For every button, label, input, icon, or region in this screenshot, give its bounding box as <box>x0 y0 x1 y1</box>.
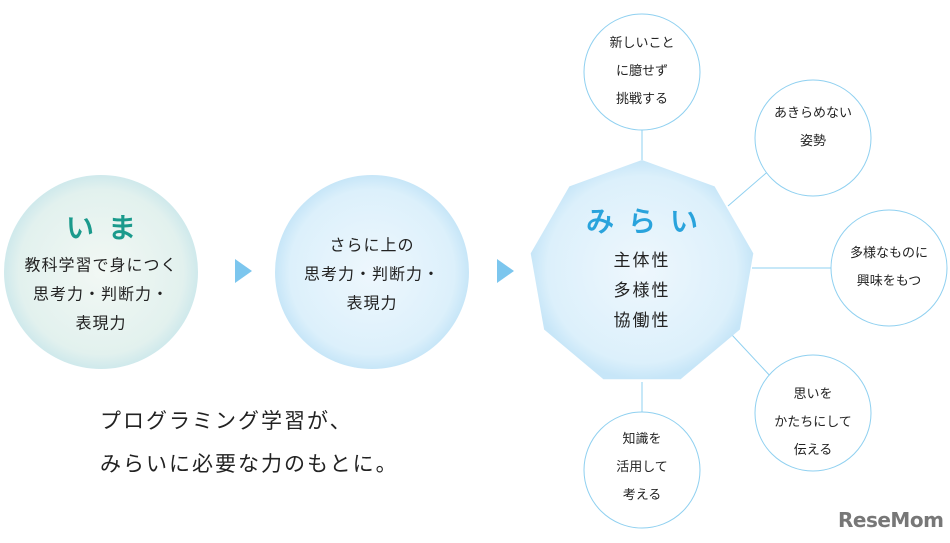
future-line: 多様性 <box>613 281 671 301</box>
arrow-icon <box>235 259 252 283</box>
next-circle <box>275 175 469 369</box>
satellite-line: 考える <box>622 488 662 503</box>
satellite-line: 多様なものに <box>849 246 929 261</box>
satellite-line: 活用して <box>616 460 668 475</box>
satellite-line: に臆せず <box>615 64 669 79</box>
satellite-line: 姿勢 <box>799 134 827 149</box>
satellite-line: あきらめない <box>773 106 853 121</box>
future-nonagon <box>530 160 754 380</box>
future-line: 主体性 <box>613 251 671 271</box>
satellite-line: 新しいこと <box>609 36 675 51</box>
arrow-icon <box>497 259 514 283</box>
satellite-line: 伝える <box>793 443 833 458</box>
satellite-circle <box>583 13 701 131</box>
next-line: 表現力 <box>346 293 398 313</box>
satellite-text: あきらめない 姿勢 <box>774 100 852 156</box>
satellite-line: 知識を <box>622 432 662 447</box>
future-text: みらい 主体性 多様性 協働性 <box>586 200 698 336</box>
resemom-logo: ReseMom <box>838 508 944 532</box>
next-line: 思考力・判断力・ <box>303 264 441 284</box>
now-line: 思考力・判断力・ <box>32 284 170 304</box>
caption-line: プログラミング学習が、 <box>100 409 353 433</box>
now-circle-text: いま 教科学習で身につく 思考力・判断力・ 表現力 <box>24 207 177 338</box>
next-circle-text: さらに上の 思考力・判断力・ 表現力 <box>304 231 440 318</box>
future-line: 協働性 <box>613 311 671 331</box>
now-heading: いま <box>65 211 151 245</box>
caption-line: みらいに必要な力のもとに。 <box>100 452 399 476</box>
now-circle <box>4 175 198 369</box>
satellite-circle <box>830 209 948 327</box>
satellite-text: 多様なものに 興味をもつ <box>850 240 928 296</box>
caption: プログラミング学習が、 みらいに必要な力のもとに。 <box>100 400 399 486</box>
satellite-circle <box>754 354 872 472</box>
satellite-line: 思いを <box>793 387 833 402</box>
satellite-text: 知識を 活用して 考える <box>616 426 668 510</box>
next-line: さらに上の <box>329 235 415 255</box>
satellite-line: 興味をもつ <box>856 274 922 289</box>
satellite-text: 思いを かたちにして 伝える <box>774 381 852 465</box>
connector-lines <box>641 130 831 412</box>
now-line: 教科学習で身につく <box>24 255 178 275</box>
satellite-circle <box>583 411 701 529</box>
satellite-text: 新しいこと に臆せず 挑戦する <box>609 30 674 114</box>
satellite-line: かたちにして <box>774 415 852 430</box>
satellite-line: 挑戦する <box>615 92 669 107</box>
satellite-circle <box>754 79 872 197</box>
future-heading: みらい <box>585 205 713 238</box>
now-line: 表現力 <box>75 313 127 333</box>
